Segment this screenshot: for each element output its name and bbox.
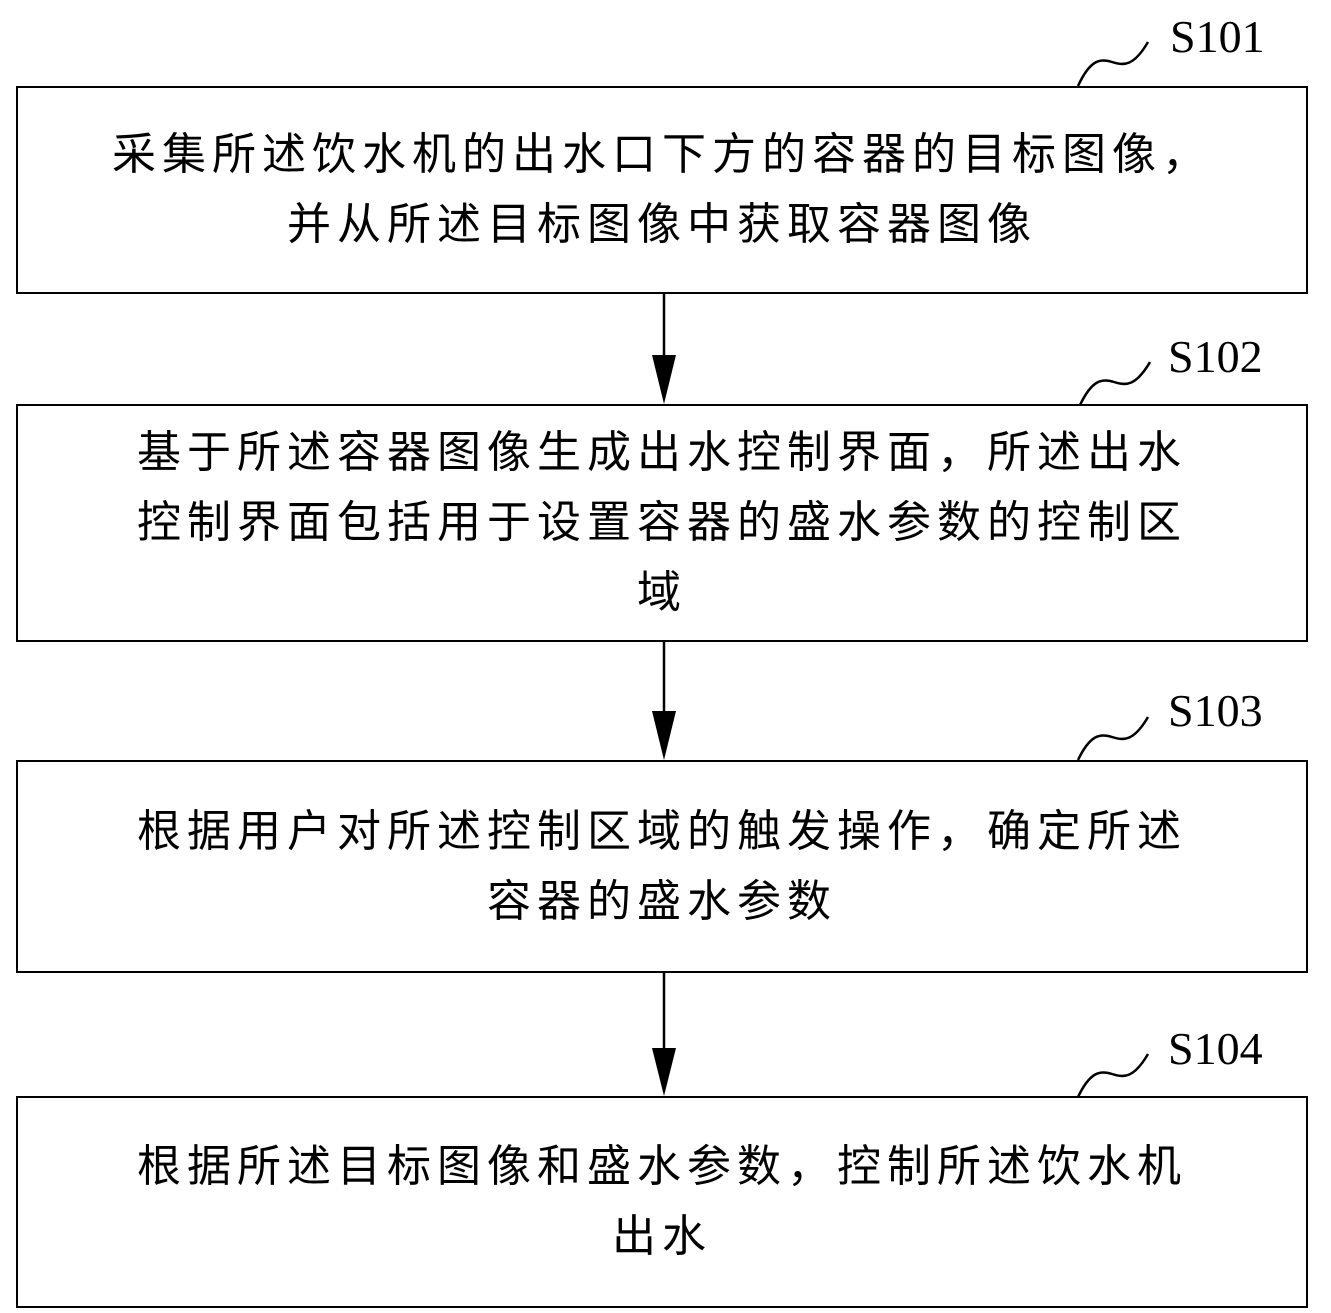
step-text-line: 基于所述容器图像生成出水控制界面，所述出水 xyxy=(137,427,1187,478)
step-text-line: 控制界面包括用于设置容器的盛水参数的控制区 xyxy=(137,497,1187,548)
label-leader-s102 xyxy=(1078,361,1152,406)
step-label-s103: S103 xyxy=(1168,685,1263,736)
label-leader-s104 xyxy=(1076,1053,1150,1098)
step-text-line: 根据用户对所述控制区域的触发操作，确定所述 xyxy=(137,805,1187,857)
step-label-s101: S101 xyxy=(1170,11,1265,62)
step-text-line: 根据所述目标图像和盛水参数，控制所述饮水机 xyxy=(137,1141,1187,1192)
step-label-s104: S104 xyxy=(1168,1023,1263,1074)
arrow-s101-to-s102 xyxy=(652,294,676,404)
step-text-line: 域 xyxy=(637,567,687,618)
step-box-s104: 根据所述目标图像和盛水参数，控制所述饮水机 出水 xyxy=(16,1096,1308,1308)
label-leader-s101 xyxy=(1076,41,1150,87)
step-text-line: 出水 xyxy=(612,1211,712,1262)
arrow-s103-to-s104 xyxy=(652,973,676,1096)
step-text-line: 并从所述目标图像中获取容器图像 xyxy=(287,199,1037,250)
arrow-s102-to-s103 xyxy=(652,642,676,760)
step-text-line: 采集所述饮水机的出水口下方的容器的目标图像， xyxy=(112,129,1212,180)
step-label-s102: S102 xyxy=(1168,331,1263,382)
label-leader-s103 xyxy=(1076,716,1150,761)
step-box-s103: 根据用户对所述控制区域的触发操作，确定所述 容器的盛水参数 xyxy=(16,760,1308,973)
step-text-line: 容器的盛水参数 xyxy=(487,875,837,927)
step-box-s101: 采集所述饮水机的出水口下方的容器的目标图像， 并从所述目标图像中获取容器图像 xyxy=(16,86,1308,294)
step-box-s102: 基于所述容器图像生成出水控制界面，所述出水 控制界面包括用于设置容器的盛水参数的… xyxy=(16,404,1308,642)
